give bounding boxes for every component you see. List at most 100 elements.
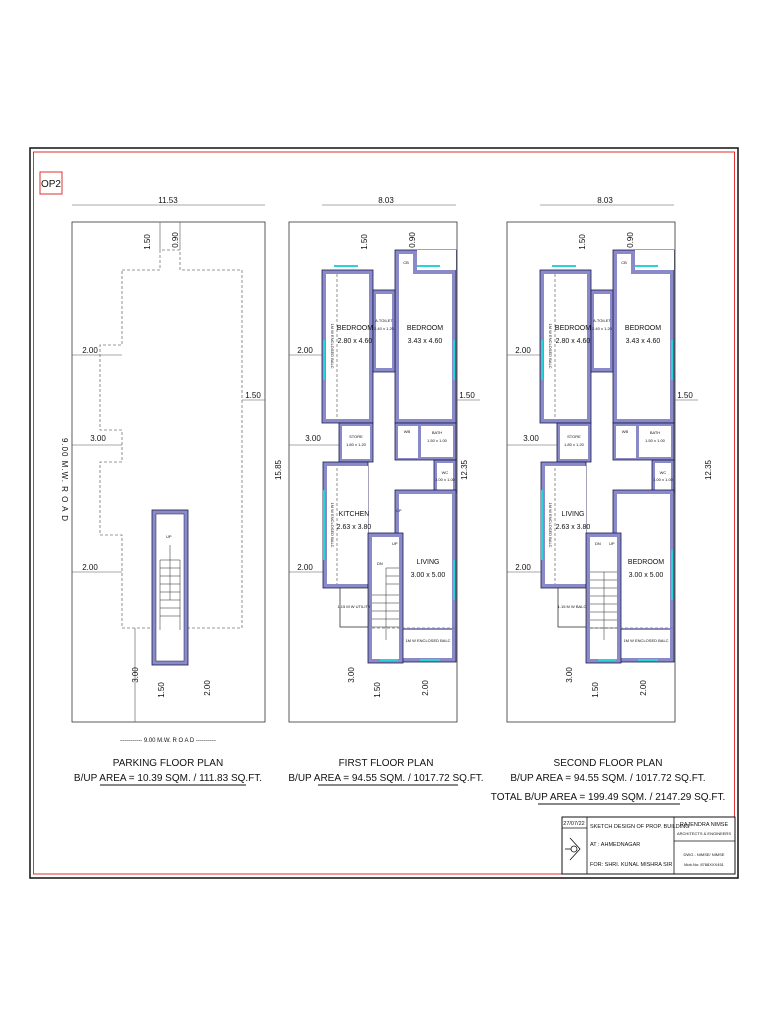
room-store: STORE (349, 434, 363, 439)
balcony-small: 1.15 M W BALC (558, 604, 587, 609)
balcony-side-1: 1M W ENCLOSED BALC (548, 323, 553, 368)
second-floor-plan: 8.03 BEDROOM 2.80 x 4.60 BEDROOM 3.43 x … (491, 196, 725, 805)
drawing-number: DWG - NIMSE/ NIMSE (684, 852, 725, 857)
room-wc: WC (442, 470, 449, 475)
road-label-side: 9.00 M.W. R O A D (60, 438, 69, 522)
dim-bot-3: 2.00 (639, 680, 648, 696)
dim-top-b: 0.90 (626, 232, 635, 248)
room-toilet: A.TOILET (375, 318, 393, 323)
plan-area: B/UP AREA = 10.39 SQM. / 111.83 SQ.FT. (74, 773, 262, 784)
utility: 1.15 M W UTILITY (337, 604, 370, 609)
plot-boundary (71, 221, 266, 723)
plan-title: PARKING FLOOR PLAN (113, 758, 223, 769)
room-living: LIVING (417, 559, 440, 566)
stair-dn: DN (595, 541, 601, 546)
plan-area: B/UP AREA = 94.55 SQM. / 1017.72 SQ.FT. (510, 773, 705, 784)
balcony-bottom: 1M W ENCLOSED BALC (405, 638, 450, 643)
mobile-number: Mob.No: 8788XXX451 (684, 862, 725, 867)
room-bedroom-3-size: 3.00 x 5.00 (629, 572, 664, 579)
outer-frame (29, 147, 739, 879)
room-store-size: 1.80 x 1.20 (346, 442, 367, 447)
room-bedroom-3: BEDROOM (628, 559, 664, 566)
dim-width: 11.53 (158, 196, 178, 205)
dim-bot-2: 1.50 (591, 682, 600, 698)
dim-left-3: 2.00 (515, 563, 531, 572)
room-bath-size: 1.50 x 1.00 (645, 438, 666, 443)
plan-title: SECOND FLOOR PLAN (554, 758, 663, 769)
dim-left-2: 3.00 (305, 434, 321, 443)
dim-bot-1: 3.00 (347, 667, 356, 683)
building-outline (99, 249, 243, 629)
first-floor-plan: 8.03 BEDROOM 2.80 x 4.60 BE (274, 196, 484, 786)
dim-height: 12.35 (704, 459, 713, 480)
room-living: LIVING (562, 511, 585, 518)
room-bedroom-1-size: 2.80 x 4.60 (556, 338, 591, 345)
room-living-size: 2.63 x 3.80 (556, 524, 591, 531)
stair-up: UP (609, 541, 615, 546)
room-wb: WB (404, 429, 411, 434)
road-label-bottom: ----------- 9.00 M.W. R O A D ---------- (120, 738, 216, 744)
sheet-code: OP2 (41, 179, 61, 190)
dim-bot-3: 2.00 (203, 680, 212, 696)
room-bedroom-2-size: 3.43 x 4.60 (408, 338, 443, 345)
dim-right: 1.50 (459, 391, 475, 400)
dim-bot-2: 1.50 (373, 682, 382, 698)
red-border (33, 151, 735, 875)
dim-right: 1.50 (245, 391, 261, 400)
room-bedroom-1: BEDROOM (337, 325, 373, 332)
firm-subtitle: ARCHITECTS & ENGINEERS (677, 831, 731, 836)
firm-name: RAJENDRA NIMSE (680, 822, 729, 828)
cp-label: CP (396, 508, 402, 513)
project-location: AT : AHMEDNAGAR (590, 842, 640, 848)
dim-left-1: 2.00 (297, 346, 313, 355)
dim-left-3: 2.00 (82, 563, 98, 572)
balcony-side-1: 1M W ENCLOSED BALC (330, 323, 335, 368)
room-bath: BATH (650, 430, 660, 435)
client-name: FOR: SHRI. KUNAL MISHRA SIR (590, 862, 672, 868)
date: 27/07/22 (563, 821, 584, 827)
project-name: SKETCH DESIGN OF PROP. BUILDING (590, 824, 690, 830)
balcony-side-2: 1M W ENCLOSED BALC (330, 502, 335, 547)
room-bedroom-1: BEDROOM (555, 325, 591, 332)
room-kitchen: KITCHEN (339, 511, 370, 518)
dim-left-3: 2.00 (297, 563, 313, 572)
dim-left-2: 3.00 (90, 434, 106, 443)
room-toilet-size: 2.40 x 1.20 (592, 326, 613, 331)
dim-bot-3: 2.00 (421, 680, 430, 696)
dim-top-b: 0.90 (171, 232, 180, 248)
plan-title: FIRST FLOOR PLAN (339, 758, 434, 769)
room-toilet: A.TOILET (593, 318, 611, 323)
room-bedroom-2: BEDROOM (407, 325, 443, 332)
dim-top-a: 1.50 (578, 234, 587, 250)
dim-bot-2: 1.50 (157, 682, 166, 698)
room-wc-size: 1.00 x 1.00 (435, 477, 456, 482)
balcony-side-2: 1M W ENCLOSED BALC (548, 502, 553, 547)
room-bedroom-2: BEDROOM (625, 325, 661, 332)
dim-top-a: 1.50 (143, 234, 152, 250)
total-area: TOTAL B/UP AREA = 199.49 SQM. / 2147.29 … (491, 792, 725, 803)
room-store-size: 1.80 x 1.20 (564, 442, 585, 447)
dim-left-2: 3.00 (523, 434, 539, 443)
parking-floor-plan: 11.53 1.50 0.90 2.00 3.00 2.00 1.50 9.00… (60, 196, 266, 786)
room-living-size: 3.00 x 5.00 (411, 572, 446, 579)
plot-boundary (506, 221, 676, 723)
room-bath-size: 1.50 x 1.00 (427, 438, 448, 443)
room-wc-size: 1.00 x 1.00 (653, 477, 674, 482)
room-wb: WB (622, 429, 629, 434)
dim-height-first: 12.35 (460, 459, 469, 480)
walls (321, 249, 457, 664)
dim-top-a: 1.50 (360, 234, 369, 250)
dim-left-1: 2.00 (515, 346, 531, 355)
room-toilet-size: 2.40 x 1.20 (374, 326, 395, 331)
room-store: STORE (567, 434, 581, 439)
north-arrow-icon (565, 837, 581, 861)
sheet-code-box (39, 171, 63, 195)
balcony-bottom: 1M W ENCLOSED BALC (623, 638, 668, 643)
dim-bot-1: 3.00 (565, 667, 574, 683)
stair-up-label: UP (166, 534, 172, 539)
room-bedroom-1-size: 2.80 x 4.60 (338, 338, 373, 345)
room-bedroom-2-size: 3.43 x 4.60 (626, 338, 661, 345)
plan-area: B/UP AREA = 94.55 SQM. / 1017.72 SQ.FT. (288, 773, 483, 784)
dim-right: 1.50 (677, 391, 693, 400)
